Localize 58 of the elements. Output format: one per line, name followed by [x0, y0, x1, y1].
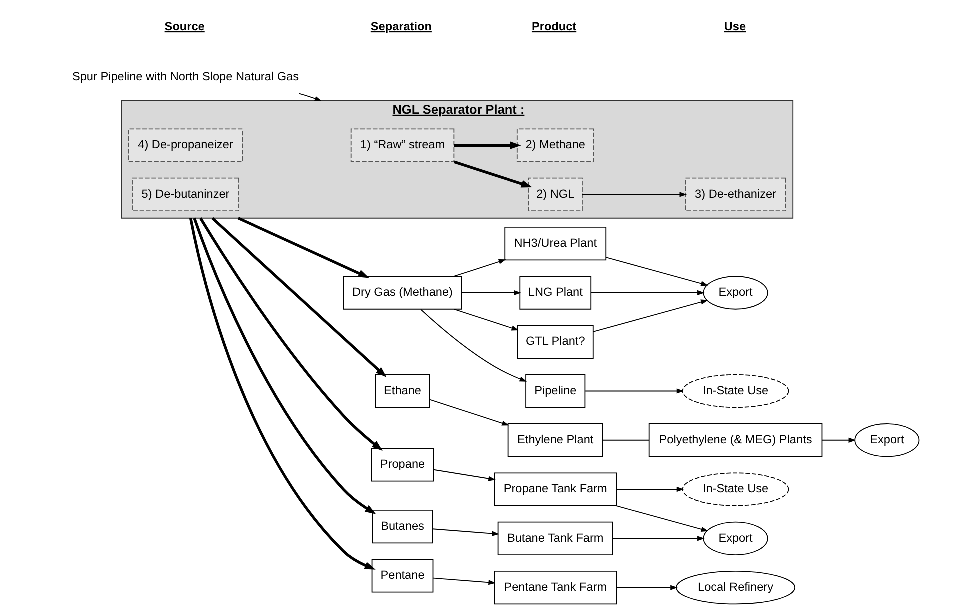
- node-box: 4) De-propaneizer: [128, 128, 244, 162]
- node-box: Butanes: [372, 510, 434, 544]
- node-box: 2) NGL: [528, 178, 583, 212]
- arrow: [590, 290, 705, 296]
- arrow: [193, 218, 376, 514]
- node-box: NH3/Urea Plant: [504, 227, 607, 261]
- label: Separation: [370, 19, 432, 34]
- node-text: Spur Pipeline with North Slope Natural Gas: [72, 69, 300, 84]
- arrow: [200, 218, 383, 451]
- arrow: [616, 506, 709, 532]
- connector: [602, 440, 650, 441]
- node-ellipse: Export: [854, 424, 920, 458]
- node-box: Propane Tank Farm: [494, 472, 618, 506]
- node-box: Dry Gas (Methane): [343, 276, 462, 310]
- arrow: [189, 218, 376, 570]
- arrow: [212, 217, 387, 378]
- node-box: 5) De-butaninzer: [132, 178, 240, 212]
- node-box: GTL Plant?: [517, 325, 594, 359]
- arrow: [606, 257, 708, 286]
- node-ellipse: Export: [703, 276, 768, 310]
- node-box: Butane Tank Farm: [498, 522, 614, 556]
- node-box: 1) “Raw” stream: [350, 128, 455, 162]
- label: Source: [164, 19, 205, 34]
- arrow: [462, 290, 522, 296]
- arrow: [238, 217, 370, 278]
- arrow: [432, 528, 500, 536]
- node-box: Pentane: [372, 559, 434, 593]
- node-box: Pipeline: [526, 374, 586, 408]
- label: Product: [532, 19, 577, 34]
- node-ellipse: Export: [703, 522, 768, 556]
- arrow: [612, 536, 705, 542]
- node-box: 2) Methane: [516, 128, 594, 162]
- node-box: 3) De-ethanizer: [685, 178, 786, 212]
- arrow: [433, 578, 496, 586]
- arrow: [822, 438, 856, 443]
- node-box: Propane: [371, 448, 434, 482]
- arrow: [454, 259, 506, 277]
- node-ellipse: In-State Use: [682, 374, 790, 408]
- node-box: Pentane Tank Farm: [494, 570, 618, 605]
- arrow: [585, 388, 684, 394]
- node-ellipse: Local Refinery: [676, 570, 796, 605]
- arrow: [420, 309, 528, 382]
- arrow: [593, 300, 708, 332]
- node-box: Polyethylene (& MEG) Plants: [648, 424, 823, 458]
- arrow: [429, 399, 510, 426]
- arrow: [454, 142, 522, 150]
- arrow: [454, 160, 532, 188]
- node-box: Ethylene Plant: [508, 424, 604, 458]
- label: Use: [724, 19, 746, 34]
- node-box: Ethane: [375, 374, 430, 408]
- node-box: LNG Plant: [520, 276, 592, 310]
- arrow: [454, 309, 520, 331]
- arrow: [433, 469, 496, 482]
- arrow: [582, 192, 688, 198]
- arrow: [616, 486, 684, 492]
- node-ellipse: In-State Use: [682, 472, 790, 506]
- arrow: [298, 93, 322, 102]
- arrow: [616, 585, 678, 590]
